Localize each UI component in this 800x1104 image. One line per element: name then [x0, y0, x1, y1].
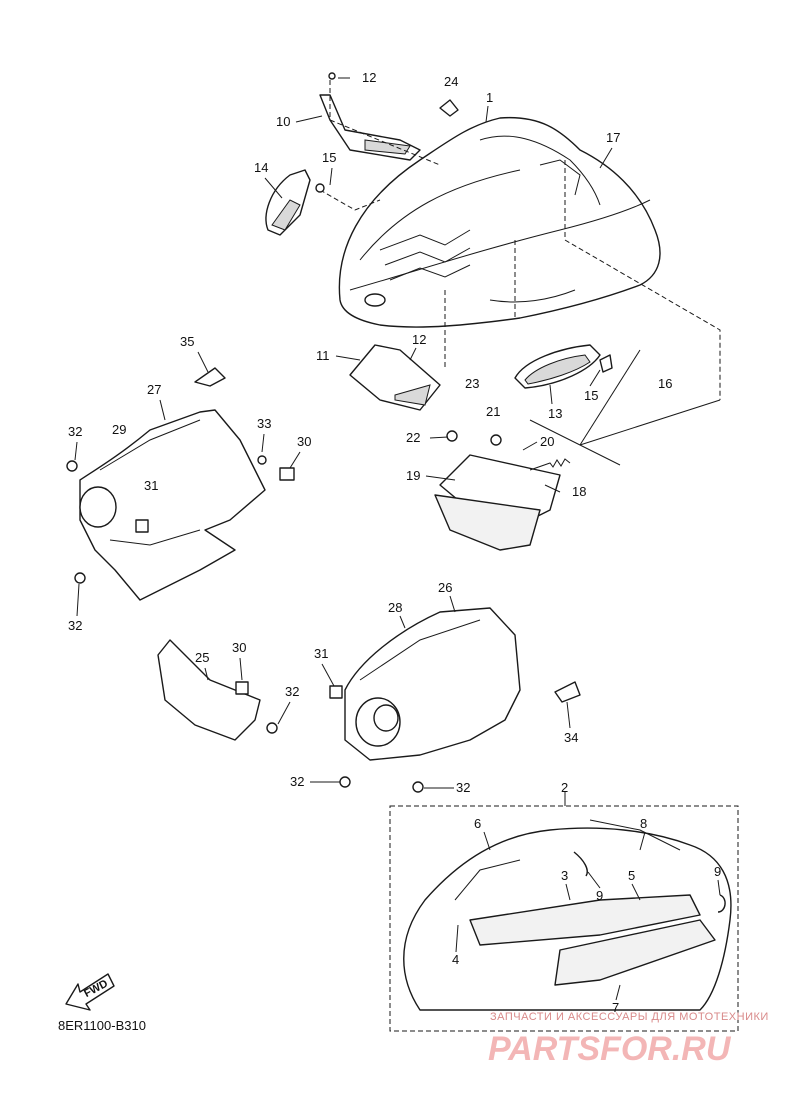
- callout-25: 25: [195, 650, 209, 665]
- part-duct-14: [265, 169, 311, 236]
- callout-7: 7: [612, 1000, 619, 1015]
- part-bracket-19: [434, 454, 561, 551]
- callout-13: 13: [548, 406, 562, 421]
- watermark-logo: PARTSFOR.RU: [488, 1030, 732, 1068]
- callout-31b: 31: [314, 646, 328, 661]
- callout-27: 27: [147, 382, 161, 397]
- diagram-code: 8ER1100-B310: [58, 1018, 146, 1033]
- callout-leaders: [74, 77, 721, 1001]
- callout-3: 3: [561, 868, 568, 883]
- callout-26: 26: [438, 580, 452, 595]
- callout-28: 28: [388, 600, 402, 615]
- callout-12a: 12: [362, 70, 376, 85]
- callout-30a: 30: [297, 434, 311, 449]
- callout-14: 14: [254, 160, 268, 175]
- part-duct-13: [514, 344, 601, 389]
- part-assembly-2: [389, 805, 739, 1032]
- part-cover-25: [157, 639, 261, 741]
- part-duct-11: [349, 344, 441, 411]
- part-side-cover-left: [79, 409, 266, 601]
- leader-lines: [319, 80, 721, 806]
- callout-6: 6: [474, 816, 481, 831]
- callout-29: 29: [112, 422, 126, 437]
- callout-18: 18: [572, 484, 586, 499]
- callout-19: 19: [406, 468, 420, 483]
- callout-34: 34: [564, 730, 578, 745]
- callout-12b: 12: [412, 332, 426, 347]
- callout-17: 17: [606, 130, 620, 145]
- callout-10: 10: [276, 114, 290, 129]
- part-bracket-10: [319, 94, 421, 161]
- callout-4: 4: [452, 952, 459, 967]
- callout-2: 2: [561, 780, 568, 795]
- callout-32e: 32: [456, 780, 470, 795]
- callout-32a: 32: [68, 424, 82, 439]
- callout-9b: 9: [714, 864, 721, 879]
- callout-5: 5: [628, 868, 635, 883]
- part-side-cover-right: [344, 607, 521, 761]
- fwd-arrow: FWD: [65, 973, 115, 1011]
- callout-8: 8: [640, 816, 647, 831]
- callout-32b: 32: [68, 618, 82, 633]
- callout-15b: 15: [584, 388, 598, 403]
- callout-22: 22: [406, 430, 420, 445]
- callout-16: 16: [658, 376, 672, 391]
- callout-33: 33: [257, 416, 271, 431]
- callout-15a: 15: [322, 150, 336, 165]
- callout-23: 23: [465, 376, 479, 391]
- callout-32d: 32: [290, 774, 304, 789]
- fasteners: [66, 72, 726, 913]
- callout-21: 21: [486, 404, 500, 419]
- callout-20: 20: [540, 434, 554, 449]
- part-spring-18: [529, 458, 571, 471]
- callout-labels: 1 2 3 4 5 6 7 8 9 9 10 11 12 12 13 14 15…: [68, 70, 721, 1015]
- callout-35: 35: [180, 334, 194, 349]
- callout-32c: 32: [285, 684, 299, 699]
- part-front-cowling: [338, 116, 661, 328]
- callout-31a: 31: [144, 478, 158, 493]
- callout-11: 11: [316, 348, 330, 363]
- callout-1: 1: [486, 90, 493, 105]
- callout-30b: 30: [232, 640, 246, 655]
- callout-24: 24: [444, 74, 458, 89]
- callout-9a: 9: [596, 888, 603, 903]
- watermark-subtitle: ЗАПЧАСТИ И АКСЕССУАРЫ ДЛЯ МОТОТЕХНИКИ: [490, 1011, 769, 1023]
